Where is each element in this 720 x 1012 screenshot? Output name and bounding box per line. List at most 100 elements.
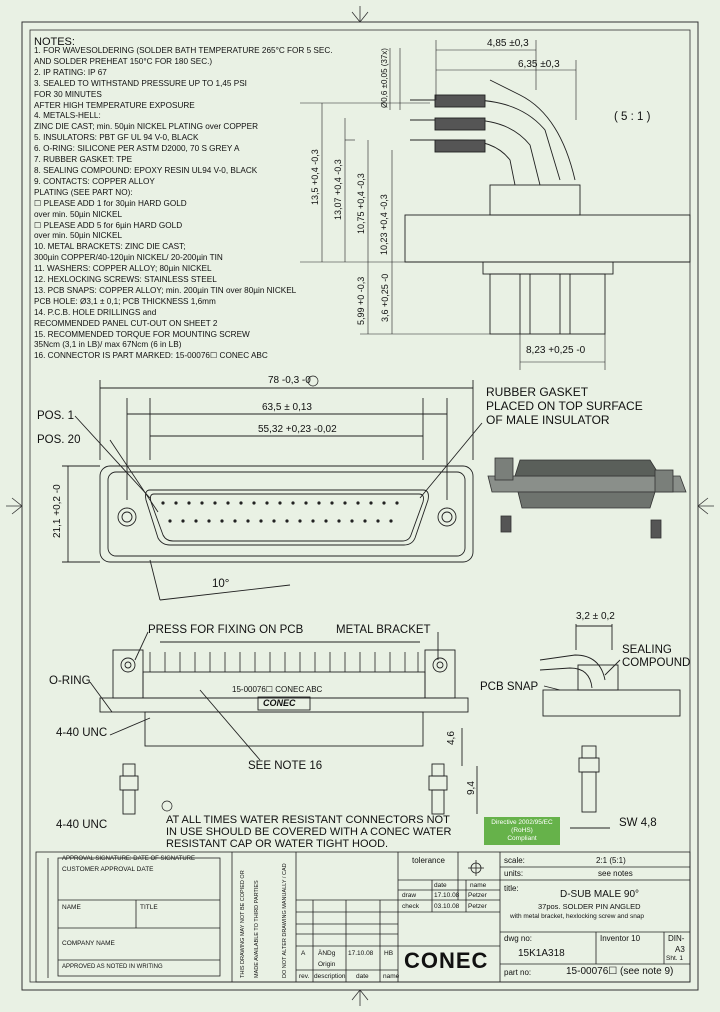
pos1-label: POS. 1 [37,410,75,422]
pin-array [161,501,399,523]
rev-a-date: 17.10.08 [348,950,374,957]
din-label: DIN- [668,934,685,943]
dim-3-2: 3,2 ± 0,2 [576,611,615,622]
warning-line: AT ALL TIMES WATER RESISTANT CONNECTORS … [166,814,450,826]
dim-78: 78 -0,3 -0 [268,375,311,386]
name-header: name [470,882,487,889]
press-label: PRESS FOR FIXING ON PCB [148,624,304,636]
dim-4-85: 4,85 ±0,3 [487,38,529,49]
rev-label: rev. [299,973,310,980]
note-line: 9. CONTACTS: COPPER ALLOY [34,176,155,186]
date-header: date [434,882,447,889]
dim-3-6: 3,6 +0,25 -0 [380,273,390,322]
rohs-line: Directive 2002/95/EC [491,819,553,826]
warning-note: AT ALL TIMES WATER RESISTANT CONNECTORS … [166,814,451,850]
note-line: 12. HEXLOCKING SCREWS: STAINLESS STEEL [34,275,217,285]
dim-pin-diameter: Ø0,6 ±0,05 (37x) [380,48,389,108]
note-line: 6. O-RING: SILICONE PER ASTM D2000, 70 S… [34,144,240,154]
dim-4-6: 4,6 [446,731,457,745]
dim-8-23: 8,23 +0,25 -0 [526,345,586,356]
rev-a-desc: ÄNDg [318,950,336,957]
note-line: 11. WASHERS: COPPER ALLOY; 80µin NICKEL [34,264,212,274]
dwg-number: 15K1A318 [518,948,565,959]
rev-a-name: HB [384,950,394,957]
approved-note: APPROVED AS NOTED IN WRITING [62,964,163,970]
note-line: 10. METAL BRACKETS: ZINC DIE CAST; [34,242,186,252]
dim-10-23: 10,23 +0,4 -0,3 [379,194,389,255]
warning-line: RESISTANT CAP OR WATER TIGHT HOOD. [166,838,389,850]
dim-55-32: 55,32 +0,23 -0,02 [258,424,337,435]
scale-label: scale: [504,856,525,865]
customer-approval: CUSTOMER APPROVAL DATE [62,866,154,873]
dwg-label: dwg no: [504,934,533,943]
sheet-label: Sht. 1 [666,955,683,962]
title-field[interactable]: TITLE [140,904,158,911]
oring-label: O-RING [49,675,91,687]
rohs-line: Compliant [507,835,537,842]
gasket-line: RUBBER GASKET [486,385,589,399]
company-field[interactable]: COMPANY NAME [62,940,115,947]
unc-label-1: 4-40 UNC [56,727,108,739]
note-line: 35Ncm (3,1 in LB)/ max 67Ncm (6 in LB) [34,340,182,350]
draw-date: 17.10.08 [434,892,460,899]
vertical-note-1: THIS DRAWING MAY NOT BE COPIED OR [240,870,246,978]
note-line: PCB HOLE: Ø3,1 ± 0,1; PCB THICKNESS 1,6m… [34,296,216,306]
gasket-label: RUBBER GASKET PLACED ON TOP SURFACE OF M… [486,385,643,427]
drawing-subtitle: 37pos. SOLDER PIN ANGLED [538,902,641,911]
name-field[interactable]: NAME [62,904,81,911]
note-line: 15. RECOMMENDED TORQUE FOR MOUNTING SCRE… [34,329,250,339]
rev-a: A [301,950,306,957]
note16-label: SEE NOTE 16 [248,760,323,772]
sealing-line: SEALING [622,644,672,656]
description-label: description [314,973,346,980]
pcb-snap-label: PCB SNAP [480,681,539,693]
check-date: 03.10.08 [434,903,460,910]
pos20-label: POS. 20 [37,434,81,446]
check-name: Petzer [468,903,487,910]
note-line: 5. INSULATORS: PBT GF UL 94 V-0, BLACK [34,133,199,143]
notes-title: NOTES: [34,36,75,48]
unc-label-2: 4-40 UNC [56,819,108,831]
note-line: 3. SEALED TO WITHSTAND PRESSURE UP TO 1,… [34,78,247,88]
tolerance-label: tolerance [412,856,445,865]
note-line: 4. METALS-HELL: [34,111,101,121]
units-label: units: [504,869,524,878]
dim-10-75: 10,75 +0,4 -0,3 [356,173,366,234]
draw-name: Petzer [468,892,487,899]
sealing-label: SEALING COMPOUND [622,644,690,670]
dim-21-1: 21,1 +0,2 -0 [52,484,63,538]
note-line: 14. P.C.B. HOLE DRILLINGS and [34,307,157,317]
dim-6-35: 6,35 ±0,3 [518,59,560,70]
angle-label: 10° [212,578,230,590]
rev-date-label: date [356,973,369,980]
dim-13-5: 13,5 +0,4 -0,3 [310,149,320,205]
scale-value: 2:1 (5:1) [596,856,626,865]
check-label: check [402,903,419,910]
inventor-label: Inventor 10 [600,934,641,943]
note-line: RECOMMENDED PANEL CUT-OUT ON SHEET 2 [34,318,218,328]
origin-label: Origin [318,961,336,968]
title-label: title: [504,884,519,893]
note-line: ☐ PLEASE ADD 1 for 30µin HARD GOLD [34,198,187,208]
note-line: 13. PCB SNAPS: COPPER ALLOY; min. 200µin… [34,285,297,295]
bracket-label: METAL BRACKET [336,624,431,636]
gasket-line: OF MALE INSULATOR [486,413,610,427]
note-line: ☐ PLEASE ADD 5 for 6µin HARD GOLD [34,220,183,230]
dim-9-4: 9,4 [466,781,477,795]
part-number: 15-00076☐ (see note 9) [566,966,674,977]
note-line: 16. CONNECTOR IS PART MARKED: 15-00076☐ … [34,351,268,361]
a3-label: A3 [675,945,685,954]
rohs-line: (RoHS) [511,827,533,834]
notes-list: 1. FOR WAVESOLDERING (SOLDER BATH TEMPER… [34,46,333,362]
pcb-pins [149,652,419,672]
conec-logo: CONEC [263,698,296,708]
vertical-note-2: MADE AVAILABLE TO THIRD PARTIES [254,880,260,978]
drawing-title: D-SUB MALE 90° [560,889,640,900]
drawing-subtitle-2: with metal bracket, hexlocking screw and… [510,913,645,920]
note-line: 7. RUBBER GASKET: TPE [34,155,133,165]
scale-detail: ( 5 : 1 ) [614,111,651,123]
units-value: see notes [598,869,633,878]
sw-label: SW 4,8 [619,817,657,829]
